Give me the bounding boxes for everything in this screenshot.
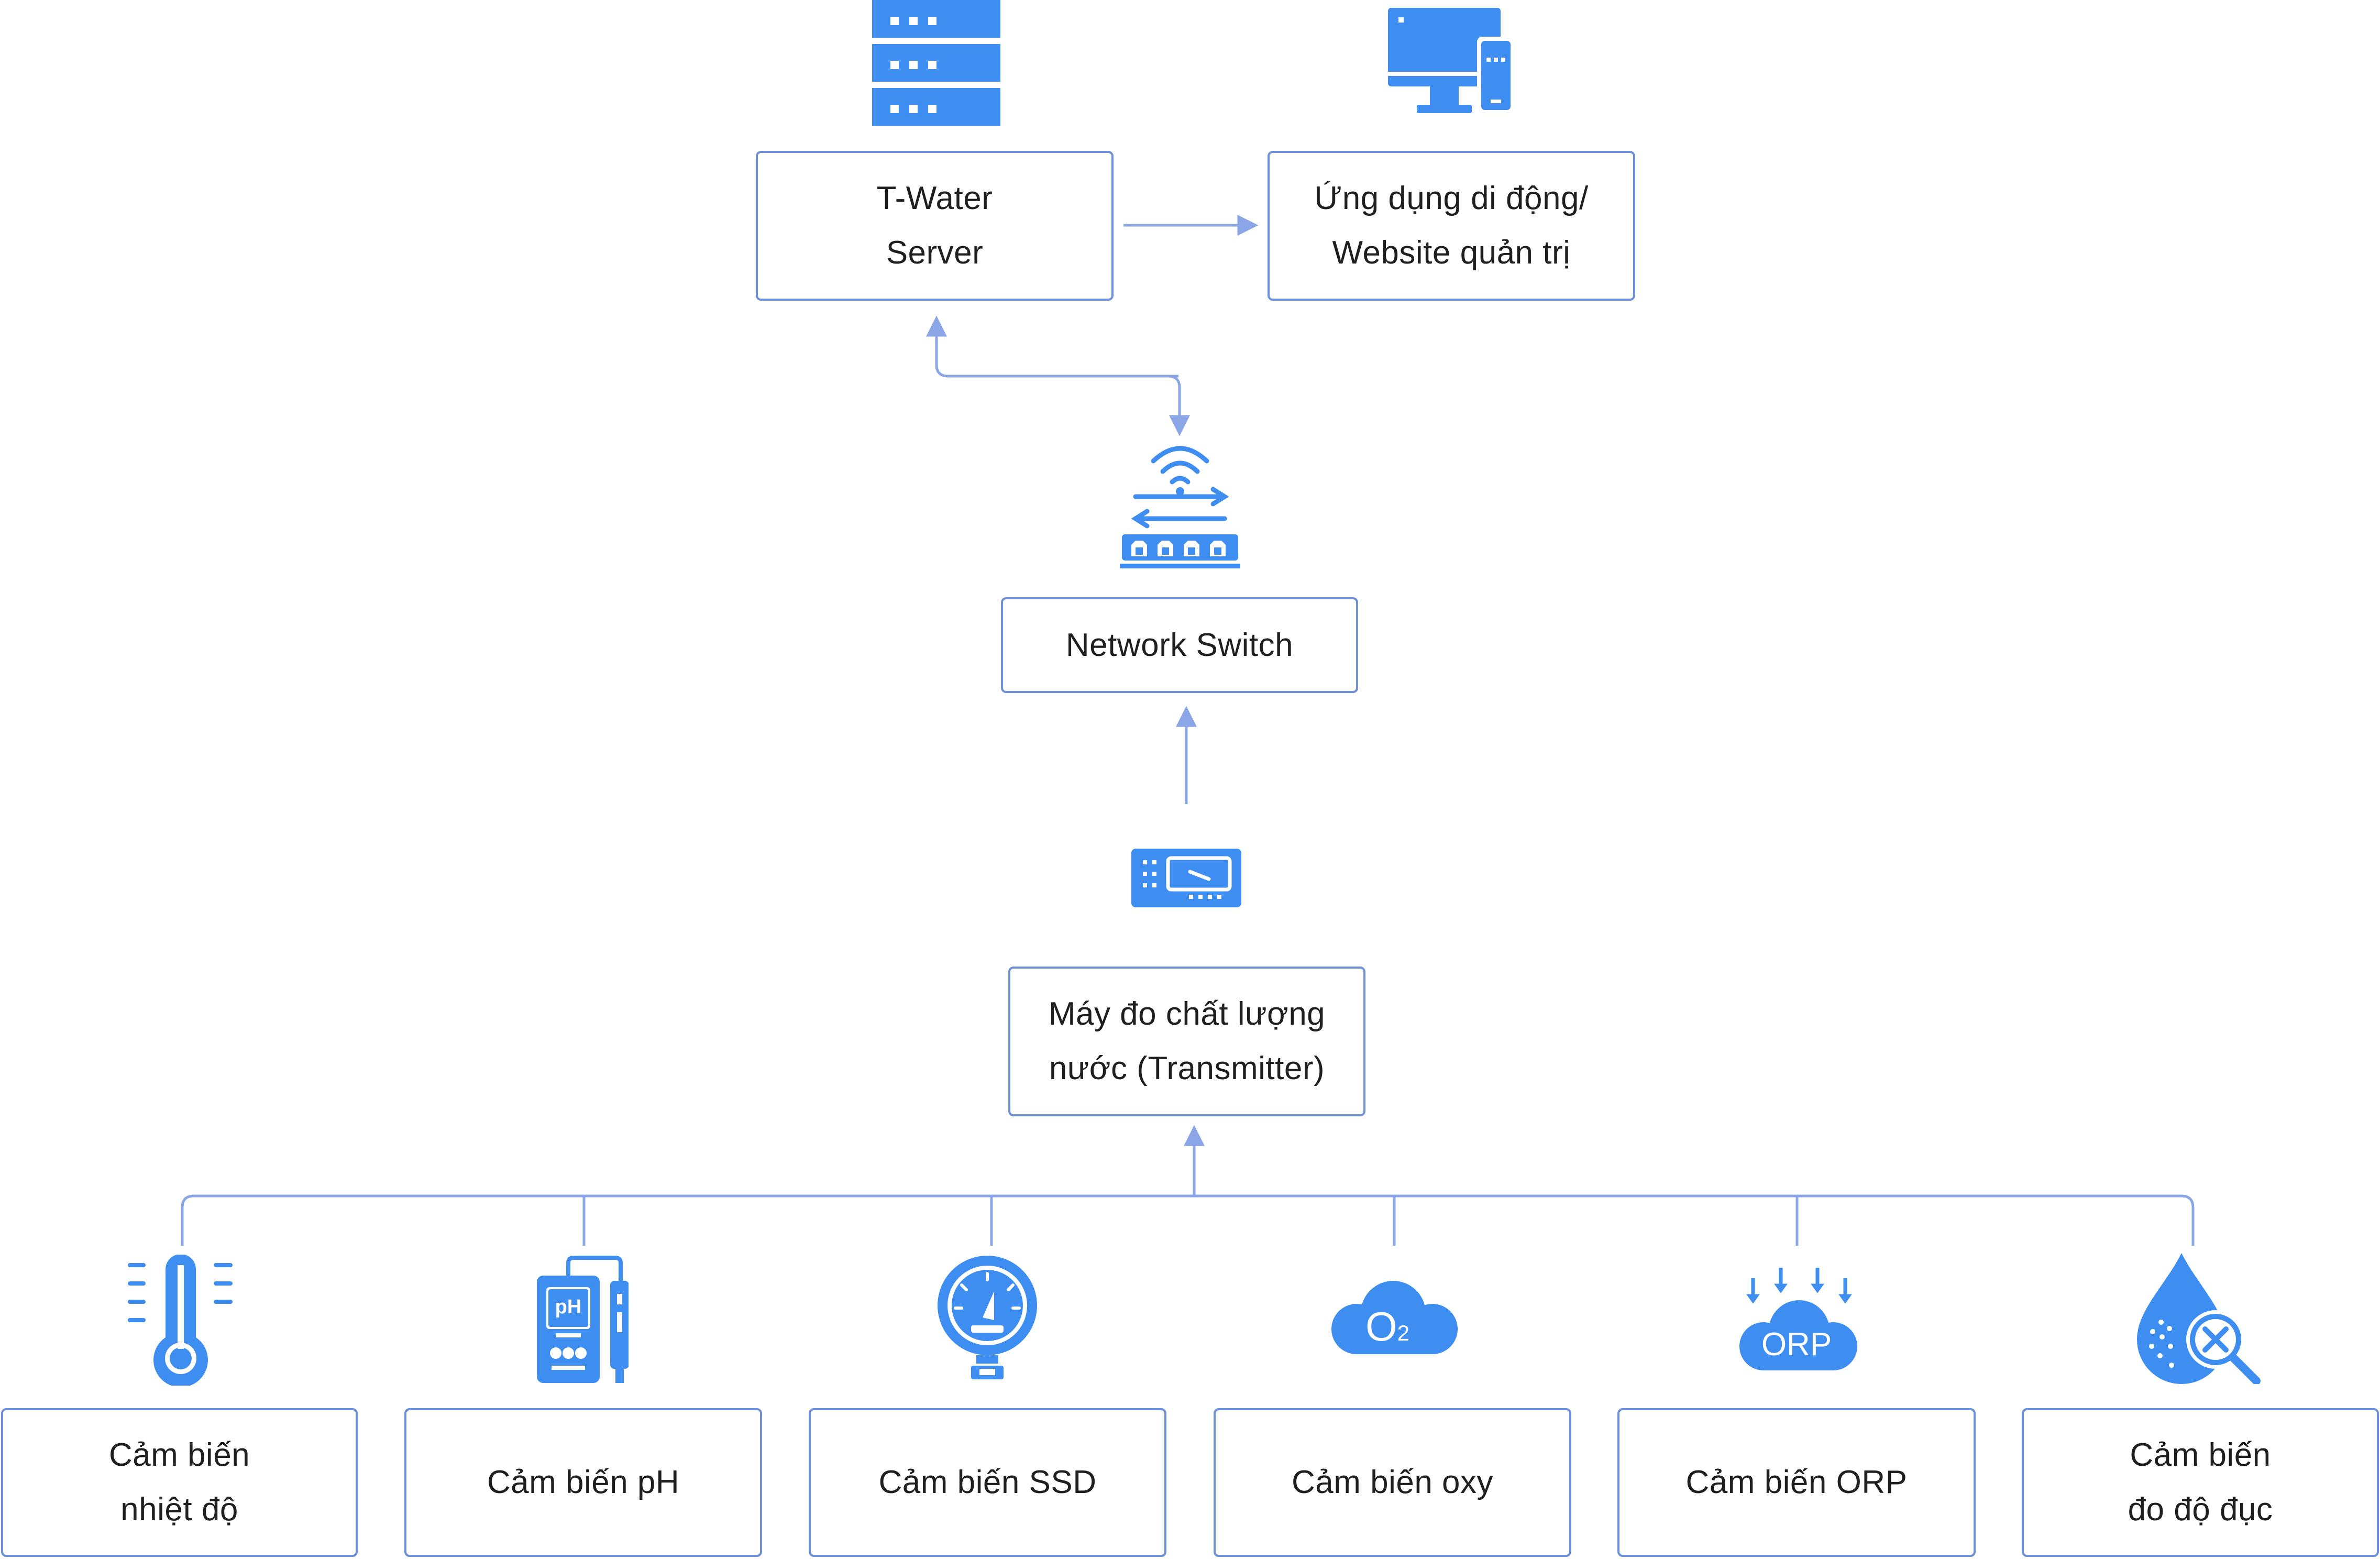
sensor-box-ssd: Cảm biến SSD — [809, 1408, 1166, 1557]
sensor-label: Cảm biến pH — [487, 1464, 680, 1500]
sensor-label: Cảm biến nhiệt độ — [108, 1437, 250, 1528]
sensor-label: Cảm biến đo độ đục — [2128, 1437, 2273, 1528]
admin-app-box: Ứng dụng di động/ Website quản trị — [1268, 151, 1635, 301]
o2-label: O2 — [1365, 1303, 1409, 1357]
network-switch-icon — [1120, 446, 1240, 568]
orp-label: ORP — [1761, 1326, 1832, 1363]
sensor-box-oxy: Cảm biến oxy — [1214, 1408, 1571, 1557]
devices-icon — [1388, 8, 1515, 114]
network-switch-box: Network Switch — [1001, 597, 1358, 693]
admin-app-label: Ứng dụng di động/ Website quản trị — [1314, 180, 1589, 271]
turbidity-drop-icon — [2137, 1253, 2261, 1384]
arrow-server-to-switch — [1167, 375, 1190, 436]
thermometer-icon — [128, 1255, 233, 1386]
network-switch-label: Network Switch — [1065, 627, 1294, 663]
o2-cloud-icon: O2 — [1328, 1281, 1459, 1354]
o2-subscript: 2 — [1397, 1321, 1410, 1345]
sensor-box-ph: Cảm biến pH — [404, 1408, 762, 1557]
transmitter-box: Máy đo chất lượng nước (Transmitter) — [1008, 967, 1365, 1116]
sensor-box-orp: Cảm biến ORP — [1617, 1408, 1976, 1557]
sensor-label: Cảm biến oxy — [1291, 1464, 1494, 1500]
ph-label: pH — [555, 1296, 582, 1318]
t-water-server-label: T-Water Server — [876, 180, 993, 271]
transmitter-icon — [1131, 849, 1241, 907]
sensor-box-temperature: Cảm biến nhiệt độ — [1, 1408, 358, 1557]
sensor-label: Cảm biến SSD — [878, 1464, 1097, 1500]
sensor-box-turbidity: Cảm biến đo độ đục — [2022, 1408, 2379, 1557]
sensor-bus-line — [181, 1194, 2195, 1246]
sensor-label: Cảm biến ORP — [1685, 1464, 1908, 1500]
o2-letter: O — [1365, 1303, 1397, 1349]
pressure-gauge-icon — [938, 1256, 1037, 1379]
arrow-switch-to-server — [926, 315, 1178, 378]
t-water-server-box: T-Water Server — [756, 151, 1114, 301]
ph-meter-icon: pH — [537, 1255, 629, 1383]
transmitter-label: Máy đo chất lượng nước (Transmitter) — [1048, 996, 1326, 1086]
server-icon — [872, 0, 1000, 126]
orp-cloud-icon: ORP — [1731, 1268, 1862, 1373]
